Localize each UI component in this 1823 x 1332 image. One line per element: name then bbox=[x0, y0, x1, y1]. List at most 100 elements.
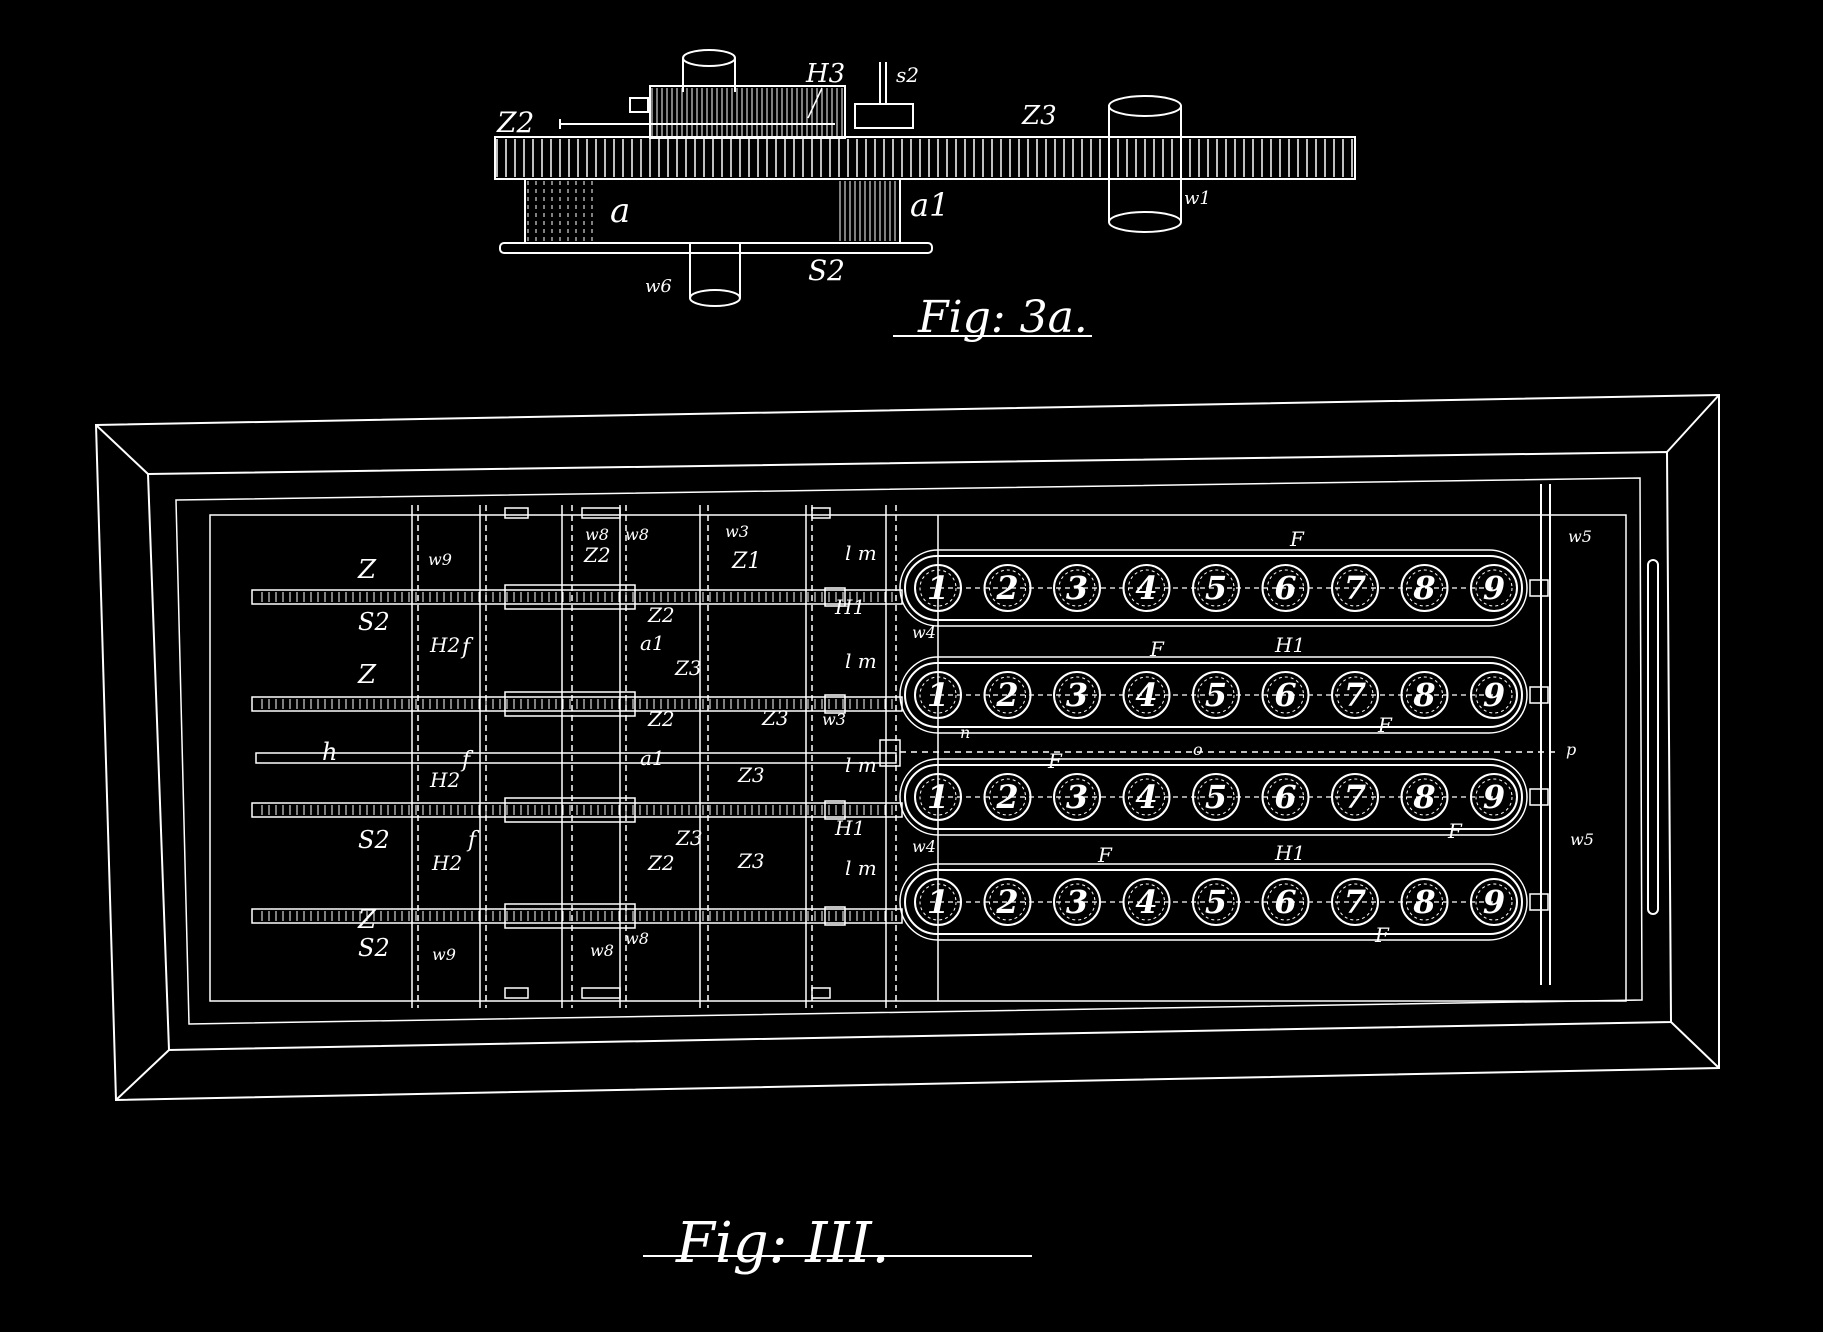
digit-wheel bbox=[1192, 878, 1240, 926]
digit-wheel bbox=[914, 878, 962, 926]
label-w3-1: w3 bbox=[725, 522, 749, 541]
label-h1-3: H1 bbox=[1274, 633, 1305, 657]
digit-wheel bbox=[1331, 773, 1379, 821]
digit-label: 5 bbox=[1205, 778, 1227, 816]
label-w6: w6 bbox=[645, 276, 672, 297]
label-p: p bbox=[1566, 740, 1576, 759]
digit-wheel bbox=[914, 564, 962, 612]
label-s2-top: s2 bbox=[896, 63, 919, 87]
label-f-3: f bbox=[466, 828, 480, 853]
label-s2-2: S2 bbox=[358, 826, 390, 854]
label-w8-2: w8 bbox=[625, 525, 649, 544]
digit-label: 1 bbox=[927, 676, 949, 714]
digit-wheel bbox=[1122, 564, 1171, 612]
digit-label: 5 bbox=[1205, 569, 1227, 607]
label-s2-1: S2 bbox=[358, 608, 390, 636]
label-w8-3: w8 bbox=[590, 941, 614, 960]
digit-label: 5 bbox=[1205, 883, 1227, 921]
digit-wheel bbox=[983, 878, 1032, 926]
label-lm-1: l m bbox=[845, 541, 877, 565]
label-a1: a1 bbox=[910, 186, 949, 224]
label-z-1: Z bbox=[357, 555, 377, 585]
label-h: h bbox=[322, 738, 337, 766]
digit-label: 9 bbox=[1483, 676, 1505, 714]
digit-label: 1 bbox=[927, 569, 949, 607]
rack-z3 bbox=[494, 136, 1356, 180]
right-slider bbox=[1647, 559, 1659, 915]
digit-wheel bbox=[1400, 773, 1449, 821]
label-w5-2: w5 bbox=[1570, 830, 1594, 849]
digit-label: 6 bbox=[1274, 778, 1296, 816]
digit-wheel bbox=[1261, 671, 1310, 719]
digit-label: 2 bbox=[995, 569, 1018, 607]
lower-shaft bbox=[689, 243, 741, 307]
label-z-3: Z bbox=[357, 905, 377, 935]
label-f-r6: F bbox=[1097, 843, 1113, 867]
digit-wheel bbox=[983, 773, 1032, 821]
digit-label: 3 bbox=[1066, 883, 1088, 921]
gear-block bbox=[649, 85, 846, 139]
digit-label: 2 bbox=[995, 883, 1018, 921]
label-a1-2: a1 bbox=[640, 746, 665, 770]
label-f-2: f bbox=[460, 748, 474, 773]
label-o: o bbox=[1193, 740, 1203, 759]
digit-label: 7 bbox=[1344, 569, 1366, 607]
label-z2-4: Z2 bbox=[647, 851, 675, 875]
digit-wheel bbox=[1470, 564, 1518, 612]
digit-label: 6 bbox=[1274, 676, 1296, 714]
digit-wheel bbox=[914, 773, 962, 821]
label-h1-1: H1 bbox=[834, 595, 865, 619]
label-w4-2: w4 bbox=[912, 837, 936, 856]
label-z2: Z2 bbox=[496, 106, 534, 139]
digit-wheel bbox=[914, 671, 962, 719]
label-f-r4: F bbox=[1047, 749, 1063, 773]
digit-label: 9 bbox=[1483, 778, 1505, 816]
label-h2-1: H2 bbox=[429, 633, 460, 657]
cylinder-w1 bbox=[1108, 95, 1182, 233]
label-z3-1: Z3 bbox=[674, 656, 702, 680]
digit-wheel bbox=[1400, 564, 1449, 612]
digit-wheel bbox=[1470, 878, 1518, 926]
label-w9-1: w9 bbox=[428, 550, 452, 569]
label-h3: H3 bbox=[805, 59, 845, 89]
label-s2-3: S2 bbox=[358, 934, 390, 962]
label-w8-4: w8 bbox=[625, 929, 649, 948]
label-w3-2: w3 bbox=[822, 710, 846, 729]
label-z3-5: Z3 bbox=[737, 849, 765, 873]
label-lm-4: l m bbox=[845, 856, 877, 880]
digit-label: 2 bbox=[995, 676, 1018, 714]
digit-label: 8 bbox=[1412, 676, 1435, 714]
digit-wheel bbox=[983, 671, 1032, 719]
label-f-r3: F bbox=[1377, 713, 1393, 737]
label-lm-3: l m bbox=[845, 753, 877, 777]
digit-wheel bbox=[1470, 773, 1518, 821]
digit-label: 7 bbox=[1344, 883, 1366, 921]
digit-wheel bbox=[1192, 564, 1240, 612]
rack-row-1 bbox=[251, 584, 903, 610]
base-plate bbox=[175, 477, 1643, 1025]
digit-wheel bbox=[1053, 671, 1101, 719]
label-f-r1: F bbox=[1289, 527, 1305, 551]
label-z1-1: Z1 bbox=[731, 549, 761, 574]
label-w5-1: w5 bbox=[1568, 527, 1592, 546]
rack-row-4 bbox=[251, 903, 903, 929]
label-h2-3: H2 bbox=[431, 851, 462, 875]
digit-label: 1 bbox=[927, 778, 949, 816]
rack-row-3 bbox=[251, 797, 903, 823]
digit-label: 7 bbox=[1344, 676, 1366, 714]
label-f-r7: F bbox=[1374, 923, 1390, 947]
digit-wheel bbox=[1331, 564, 1379, 612]
digit-label: 4 bbox=[1135, 569, 1157, 607]
digit-label: 2 bbox=[995, 778, 1018, 816]
digit-label: 9 bbox=[1483, 883, 1505, 921]
label-a: a bbox=[610, 191, 630, 231]
digit-wheel bbox=[1470, 671, 1518, 719]
digit-wheel bbox=[1400, 878, 1449, 926]
label-lm-2: l m bbox=[845, 649, 877, 673]
digit-label: 6 bbox=[1274, 569, 1296, 607]
